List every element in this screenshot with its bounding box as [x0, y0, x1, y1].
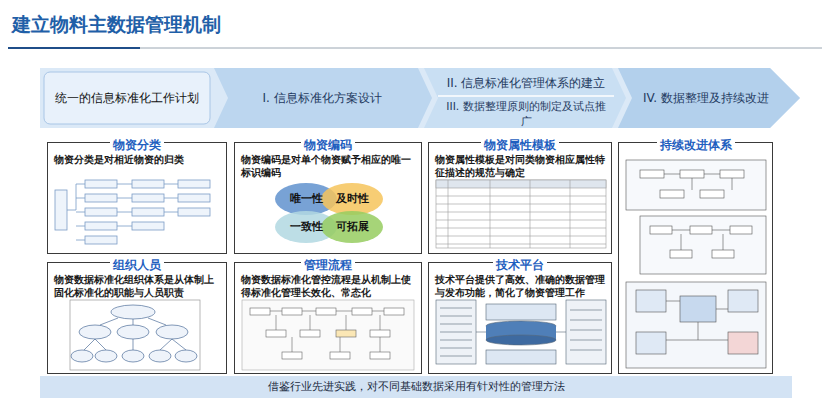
panel-heading: 物资分类	[48, 134, 226, 153]
feature-oval: 可拓展	[321, 211, 383, 243]
node-label: 一致性	[290, 220, 323, 234]
rule-line	[8, 48, 822, 49]
chevron	[618, 68, 800, 128]
summary-bar: 借鉴行业先进实践，对不同基础数据采用有针对性的管理方法	[40, 376, 792, 398]
node-label: II. 信息标准化管理体系的建立	[447, 76, 606, 91]
rule-accent	[8, 47, 140, 49]
node-label: I. 信息标准化方案设计	[262, 91, 381, 106]
page-title: 建立物料主数据管理机制	[12, 12, 221, 38]
heading-text: 物资分类	[110, 138, 164, 152]
stage-chevron: I. 信息标准化方案设计	[232, 76, 412, 120]
panel-description: 物资编码是对单个物资赋予相应的唯一标识编码	[241, 153, 415, 179]
content-panel: 技术平台技术平台提供了高效、准确的数据管理与发布功能，简化了物资管理工作	[428, 262, 612, 374]
platform-thumb	[436, 300, 606, 364]
content-panel: 持续改进体系	[618, 142, 773, 374]
heading-text: 持续改进体系	[657, 138, 735, 152]
stage-chevron: II. 信息标准化管理体系的建立	[440, 70, 612, 96]
org-thumb	[70, 300, 200, 370]
stage-chevron: III. 数据整理原则的制定及试点推广	[440, 97, 612, 131]
heading-text: 物资属性模板	[481, 138, 559, 152]
bottom-bar	[40, 376, 792, 398]
node-label: 可拓展	[336, 220, 369, 234]
heading-text: 技术平台	[493, 258, 547, 272]
chevron	[424, 68, 626, 128]
node-label: III. 数据整理原则的制定及试点推广	[440, 99, 612, 129]
divider	[438, 95, 614, 97]
flow-thumb	[626, 160, 766, 368]
heading-text: 管理流程	[301, 258, 355, 272]
node-label: 唯一性	[290, 192, 323, 206]
panel-description: 技术平台提供了高效、准确的数据管理与发布功能，简化了物资管理工作	[435, 273, 605, 299]
tree-thumb	[55, 180, 210, 244]
panel-heading: 持续改进体系	[619, 134, 772, 153]
content-panel: 物资属性模板物资属性模板是对同类物资相应属性特征描述的规范与确定	[428, 142, 612, 254]
panel-heading: 物资编码	[235, 134, 421, 153]
panel-description: 物资分类是对相近物资的归类	[54, 153, 220, 166]
band-arrow	[40, 68, 800, 128]
node-label: 及时性	[336, 192, 369, 206]
plan-box	[44, 72, 210, 124]
node-label: 统一的信息标准化工作计划	[55, 91, 199, 106]
node-label: IV. 数据整理及持续改进	[643, 91, 769, 106]
process-thumb	[242, 300, 414, 370]
panel-heading: 物资属性模板	[429, 134, 611, 153]
heading-text: 组织人员	[110, 258, 164, 272]
panel-heading: 技术平台	[429, 254, 611, 273]
content-panel: 物资编码物资编码是对单个物资赋予相应的唯一标识编码唯一性及时性一致性可拓展	[234, 142, 422, 254]
panel-description: 物资数据标准化管控流程是从机制上使得标准化管理长效化、常态化	[241, 273, 415, 299]
table-thumb	[436, 180, 606, 248]
panel-description: 物资属性模板是对同类物资相应属性特征描述的规范与确定	[435, 153, 605, 179]
chevron	[214, 68, 432, 128]
content-panel: 管理流程物资数据标准化管控流程是从机制上使得标准化管理长效化、常态化	[234, 262, 422, 374]
panel-heading: 管理流程	[235, 254, 421, 273]
panel-description: 物资数据标准化组织体系是从体制上固化标准化的职能与人员职责	[54, 273, 220, 299]
stage-chevron: IV. 数据整理及持续改进	[636, 76, 776, 120]
stage-chevron: 统一的信息标准化工作计划	[48, 76, 206, 120]
content-panel: 组织人员物资数据标准化组织体系是从体制上固化标准化的职能与人员职责	[47, 262, 227, 374]
node-label: 借鉴行业先进实践，对不同基础数据采用有针对性的管理方法	[268, 380, 565, 394]
panel-heading: 组织人员	[48, 254, 226, 273]
content-panel: 物资分类物资分类是对相近物资的归类	[47, 142, 227, 254]
heading-text: 物资编码	[301, 138, 355, 152]
